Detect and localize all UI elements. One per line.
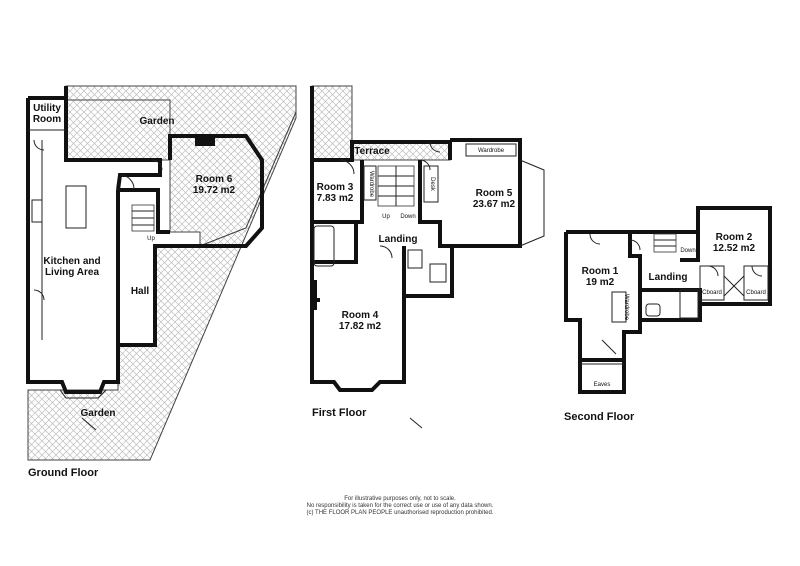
second-stairs xyxy=(653,233,677,253)
ground-floor: Utility Room Garden Room 6 19.72 m2 Kitc… xyxy=(26,85,297,479)
disclaimer-line-3: (c) THE FLOOR PLAN PEOPLE unauthorised r… xyxy=(307,510,494,516)
cupboard1-label: Cboard xyxy=(702,290,722,296)
second-down-label: Down xyxy=(680,248,695,254)
room5-name: Room 5 xyxy=(476,188,513,199)
garden-top-strip xyxy=(65,99,171,161)
room4-area: 17.82 m2 xyxy=(339,321,382,332)
room3-name: Room 3 xyxy=(317,182,354,193)
room3-wardrobe-label: Wardrobe xyxy=(368,171,374,198)
eaves-label: Eaves xyxy=(594,382,611,388)
garden-bottom-label: Garden xyxy=(80,408,115,419)
room1-wardrobe-label: Wardrobe xyxy=(623,294,629,321)
fireplace xyxy=(195,137,215,146)
garden-top-label: Garden xyxy=(139,116,174,127)
cupboard2-label: Cboard xyxy=(746,290,766,296)
kitchen-label-1: Kitchen and xyxy=(43,256,100,267)
ground-outer-wall xyxy=(26,98,264,394)
hall-label: Hall xyxy=(131,286,150,297)
first-down-label: Down xyxy=(400,214,415,220)
first-stairs xyxy=(377,165,415,207)
first-floor-label: First Floor xyxy=(312,407,367,419)
second-landing-label: Landing xyxy=(649,272,688,283)
room6-name: Room 6 xyxy=(196,174,233,185)
first-up-label: Up xyxy=(382,214,390,220)
disclaimer-line-2: No responsibility is taken for the corre… xyxy=(307,503,494,509)
utility-label-2: Room xyxy=(33,114,61,125)
second-floor-label: Second Floor xyxy=(564,411,635,423)
disclaimer: For illustrative purposes only, not to s… xyxy=(307,496,494,516)
first-landing-label: Landing xyxy=(379,234,418,245)
kitchen-label-2: Living Area xyxy=(45,267,100,278)
room5-area: 23.67 m2 xyxy=(473,199,516,210)
room3-area: 7.83 m2 xyxy=(317,193,354,204)
room2-name: Room 2 xyxy=(716,232,753,243)
bathtub xyxy=(313,225,335,267)
ground-floor-label: Ground Floor xyxy=(28,467,99,479)
disclaimer-line-1: For illustrative purposes only, not to s… xyxy=(344,496,456,502)
ground-up-label: Up xyxy=(147,236,155,242)
ground-stairs xyxy=(131,204,155,232)
room1-area: 19 m2 xyxy=(586,277,615,288)
second-floor: Room 1 19 m2 Wardrobe Eaves Landing Down… xyxy=(564,206,772,423)
kitchen-island xyxy=(65,185,87,229)
utility-label: Utility xyxy=(33,103,61,114)
first-floor: Terrace Room 3 7.83 m2 Wardrobe Up Down … xyxy=(310,85,545,429)
room1-name: Room 1 xyxy=(582,266,619,277)
room2-area: 12.52 m2 xyxy=(713,243,756,254)
terrace-label: Terrace xyxy=(354,146,390,157)
room5-wardrobe-label: Wardrobe xyxy=(478,148,505,154)
room6-area: 19.72 m2 xyxy=(193,185,236,196)
desk-label: Desk xyxy=(429,177,435,192)
room4-name: Room 4 xyxy=(342,310,379,321)
